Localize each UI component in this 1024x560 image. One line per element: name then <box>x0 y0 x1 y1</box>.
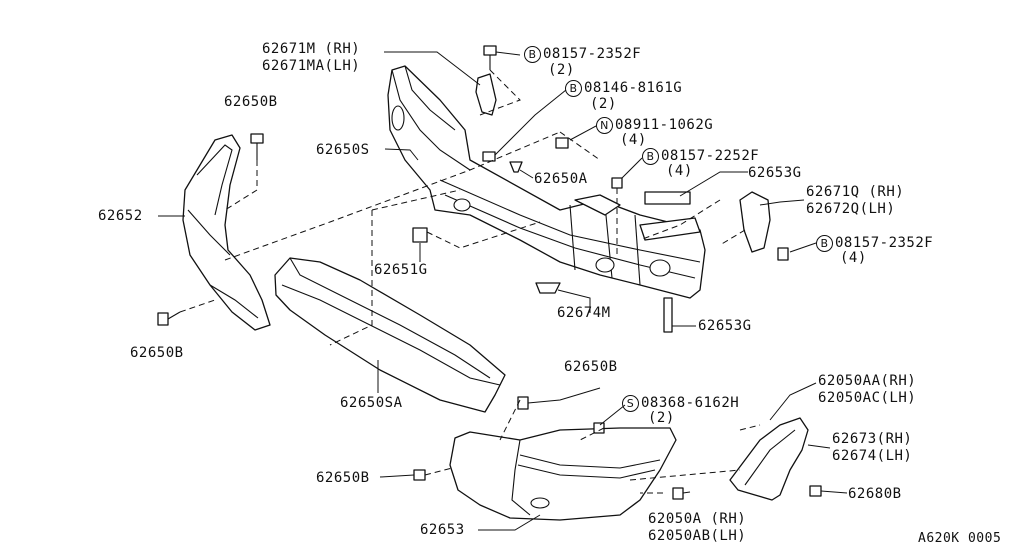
part-number: 08157-2252F <box>661 148 760 164</box>
qty-label: (2) <box>548 62 575 78</box>
bolt-62650b-bot <box>413 469 426 481</box>
label-62671ma: 62671MA(LH) <box>262 58 361 74</box>
bolt-08157-2352f-right <box>777 247 789 261</box>
part-number: 08368-6162H <box>641 395 740 411</box>
symbol-b: B <box>816 235 833 252</box>
label-62653g-top: 62653G <box>748 165 802 181</box>
screw-08368 <box>593 422 605 434</box>
label-62672q: 62672Q(LH) <box>806 201 896 217</box>
label-62680b: 62680B <box>848 486 902 502</box>
symbol-s: S <box>622 395 639 412</box>
bolt-08157-2352f-top <box>483 45 497 70</box>
qty-label: (4) <box>840 250 867 266</box>
clip-62651g <box>412 227 428 243</box>
symbol-n: N <box>596 117 613 134</box>
qty-label: (2) <box>648 410 675 426</box>
bumper-fascia-62653 <box>449 427 677 521</box>
label-62674: 62674(LH) <box>832 448 913 464</box>
label-62653g-bot: 62653G <box>698 318 752 334</box>
bolt-08157-2252f <box>611 177 623 189</box>
label-62650s: 62650S <box>316 142 370 158</box>
part-number: 08157-2352F <box>543 46 642 62</box>
label-62050a: 62050A (RH) <box>648 511 747 527</box>
label-62050ab: 62050AB(LH) <box>648 528 747 544</box>
bolt-62650b-left <box>157 311 181 326</box>
part-number: 08146-8161G <box>584 80 683 96</box>
label-62652: 62652 <box>98 208 143 224</box>
symbol-b: B <box>642 148 659 165</box>
bracket-62671q <box>739 191 771 253</box>
symbol-b: B <box>524 46 541 63</box>
label-62650b-bot: 62650B <box>316 470 370 486</box>
side-trim-62673 <box>729 417 809 501</box>
bolt-62650b-mid <box>517 396 529 410</box>
part-number: 08157-2352F <box>835 235 934 251</box>
label-62650b-left: 62650B <box>130 345 184 361</box>
plate-62674m <box>535 282 561 294</box>
part-number: 08911-1062G <box>615 117 714 133</box>
bumper-armature <box>387 65 706 299</box>
qty-label: (2) <box>590 96 617 112</box>
bolt-62650b-top <box>250 133 264 160</box>
label-62674m: 62674M <box>557 305 611 321</box>
qty-label: (4) <box>666 163 693 179</box>
label-62653: 62653 <box>420 522 465 538</box>
clip-62050a <box>672 487 684 500</box>
symbol-b: B <box>565 80 582 97</box>
label-62651g: 62651G <box>374 262 428 278</box>
label-62650sa: 62650SA <box>340 395 403 411</box>
bolt-08146-8161g <box>482 151 496 162</box>
label-62650a: 62650A <box>534 171 588 187</box>
diagram-reference-code: A620K 0005 <box>918 531 1002 546</box>
label-62050ac: 62050AC(LH) <box>818 390 917 406</box>
qty-label: (4) <box>620 132 647 148</box>
label-62673: 62673(RH) <box>832 431 913 447</box>
clip-62680b <box>809 485 822 497</box>
label-62671m: 62671M (RH) <box>262 41 361 57</box>
seal-62653g-bot <box>663 297 673 333</box>
label-62671q: 62671Q (RH) <box>806 184 905 200</box>
label-62650b-top: 62650B <box>224 94 278 110</box>
label-62050aa: 62050AA(RH) <box>818 373 917 389</box>
bracket-62671m <box>475 73 497 116</box>
rivet-62650a <box>509 161 523 173</box>
side-bracket-62652 <box>182 134 271 331</box>
nut-08911 <box>555 137 569 149</box>
label-62650b-mid: 62650B <box>564 359 618 375</box>
seal-62653g-top <box>644 191 691 205</box>
